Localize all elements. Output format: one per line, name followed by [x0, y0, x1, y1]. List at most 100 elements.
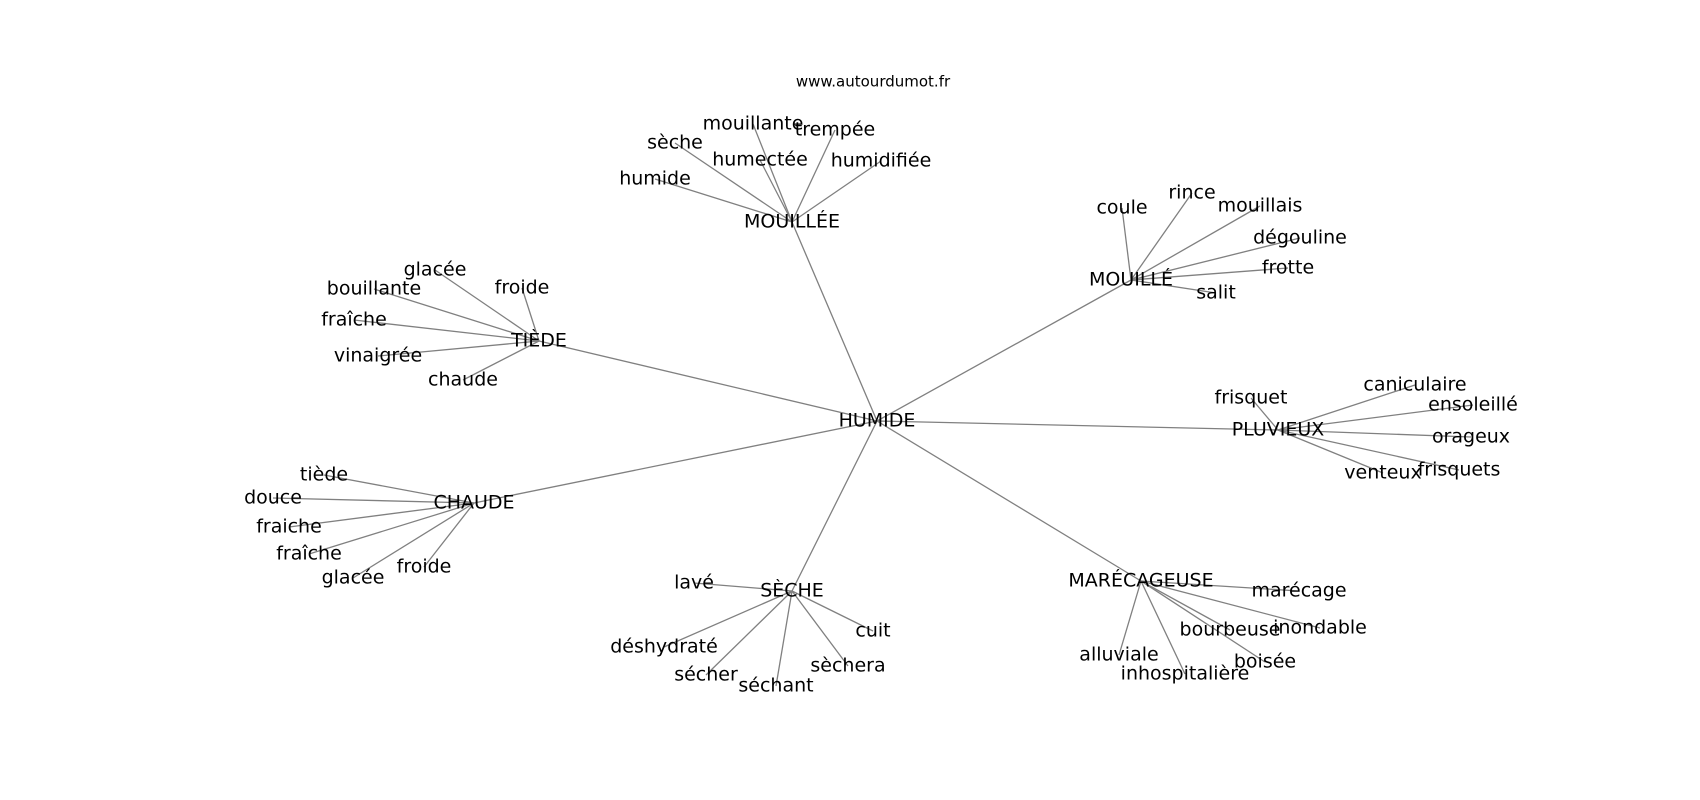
edge-mouille-coule: [1121, 207, 1132, 281]
group-node-mouille[interactable]: MOUILLÉ: [1089, 268, 1173, 291]
edge-chaude-fraiche: [288, 502, 475, 528]
edge-pluvieux-venteux: [1277, 429, 1384, 474]
word-node-seche-sechera[interactable]: sèchera: [810, 655, 885, 677]
group-node-mouillee[interactable]: MOUILLÉE: [744, 210, 840, 233]
word-node-pluvieux-caniculaire[interactable]: caniculaire: [1363, 374, 1466, 396]
edge-marecageuse-alluviale: [1118, 580, 1142, 656]
edge-tiede-chaude: [462, 340, 540, 381]
word-node-tiede-froide[interactable]: froide: [495, 277, 550, 299]
word-node-mouille-salit[interactable]: salit: [1196, 282, 1236, 304]
edge-tiede-fraiche: [353, 319, 540, 342]
word-node-marecageuse-marecage[interactable]: marécage: [1251, 580, 1346, 602]
edge-marecageuse-marecage: [1140, 580, 1300, 592]
group-node-tiede[interactable]: TIÈDE: [510, 329, 567, 352]
word-node-pluvieux-ensoleille[interactable]: ensoleillé: [1428, 394, 1518, 416]
word-node-tiede-fraiche[interactable]: fraîche: [321, 309, 387, 331]
edge-pluvieux-ensoleille: [1277, 404, 1474, 431]
word-node-marecageuse-inondable[interactable]: inondable: [1273, 617, 1367, 639]
edge-pluvieux-frisquet: [1250, 397, 1279, 431]
edge-center-tiede: [538, 340, 878, 422]
edge-seche-secher: [705, 590, 793, 676]
edge-seche-sechant: [775, 590, 793, 687]
edge-marecageuse-inondable: [1140, 580, 1321, 629]
edge-mouillee-humectee: [759, 159, 793, 223]
edge-mouille-frotte: [1130, 267, 1289, 281]
edge-chaude-froide: [423, 502, 475, 568]
edge-chaude-fraiche: [308, 502, 475, 555]
word-node-chaude-douce[interactable]: douce: [244, 487, 302, 509]
edge-tiede-bouillante: [373, 288, 540, 342]
word-node-chaude-fraiche[interactable]: fraiche: [256, 516, 322, 538]
edge-mouille-salit: [1130, 279, 1217, 294]
edge-marecageuse-boisee: [1140, 580, 1266, 663]
word-node-seche-sechant[interactable]: séchant: [738, 675, 813, 697]
word-node-tiede-vinaigree[interactable]: vinaigrée: [334, 345, 422, 367]
word-node-mouille-rince[interactable]: rince: [1168, 182, 1215, 204]
group-node-marecageuse[interactable]: MARÉCAGEUSE: [1068, 569, 1213, 592]
word-node-mouillee-seche[interactable]: sèche: [647, 132, 703, 154]
edge-seche-cuit: [791, 590, 874, 632]
word-node-pluvieux-frisquet[interactable]: frisquet: [1215, 387, 1288, 409]
word-node-tiede-chaude[interactable]: chaude: [428, 369, 498, 391]
edge-center-pluvieux: [876, 420, 1279, 431]
edge-pluvieux-orageux: [1277, 429, 1472, 438]
edge-center-chaude: [473, 420, 878, 504]
word-node-marecageuse-inhospitaliere[interactable]: inhospitalière: [1121, 663, 1250, 685]
word-node-seche-deshydrate[interactable]: déshydraté: [610, 636, 718, 658]
edge-mouillee-humide: [654, 178, 793, 223]
word-node-mouille-coule[interactable]: coule: [1096, 197, 1147, 219]
word-node-marecageuse-boisee[interactable]: boisée: [1234, 651, 1296, 673]
word-node-chaude-froide[interactable]: froide: [397, 556, 452, 578]
edge-center-mouille: [876, 279, 1132, 422]
word-node-mouillee-mouillante[interactable]: mouillante: [703, 113, 804, 135]
edge-tiede-glacee: [434, 269, 540, 342]
center-node[interactable]: HUMIDE: [839, 410, 916, 432]
edge-mouillee-seche: [674, 142, 793, 223]
word-node-marecageuse-alluviale[interactable]: alluviale: [1079, 644, 1158, 666]
word-node-mouillee-humide[interactable]: humide: [619, 168, 691, 190]
edge-marecageuse-inhospitaliere: [1140, 580, 1186, 675]
edge-tiede-froide: [521, 287, 540, 342]
edge-mouille-rince: [1130, 192, 1193, 281]
word-node-seche-lave[interactable]: lavé: [674, 572, 714, 594]
word-node-chaude-tiede[interactable]: tiède: [300, 464, 348, 486]
word-node-mouillee-trempee[interactable]: trempée: [795, 119, 875, 141]
edge-tiede-vinaigree: [377, 340, 540, 357]
word-node-tiede-glacee[interactable]: glacée: [404, 259, 467, 281]
group-node-chaude[interactable]: CHAUDE: [433, 492, 514, 514]
edge-mouillee-humidifiee: [791, 160, 882, 223]
word-node-chaude-glacee[interactable]: glacée: [322, 567, 385, 589]
word-node-pluvieux-venteux[interactable]: venteux: [1344, 462, 1421, 484]
word-node-marecageuse-bourbeuse[interactable]: bourbeuse: [1180, 619, 1281, 641]
word-node-seche-secher[interactable]: sécher: [674, 664, 738, 686]
edge-pluvieux-frisquets: [1277, 429, 1460, 471]
edge-seche-lave: [693, 582, 793, 592]
edge-chaude-tiede: [323, 474, 475, 504]
word-node-chaude-fraiche[interactable]: fraîche: [276, 543, 342, 565]
edge-mouille-degouline: [1130, 237, 1301, 281]
edge-center-seche: [791, 420, 878, 592]
edge-marecageuse-bourbeuse: [1140, 580, 1231, 631]
edge-pluvieux-caniculaire: [1277, 384, 1416, 431]
word-node-mouillee-humectee[interactable]: humectée: [712, 149, 808, 171]
edge-mouille-mouillais: [1130, 205, 1261, 281]
word-node-mouille-frotte[interactable]: frotte: [1262, 257, 1314, 279]
word-node-mouillee-humidifiee[interactable]: humidifiée: [831, 150, 932, 172]
word-node-pluvieux-orageux[interactable]: orageux: [1432, 426, 1510, 448]
graph-edges: [272, 123, 1474, 687]
edge-seche-sechera: [791, 590, 849, 667]
edge-mouillee-trempee: [791, 129, 836, 223]
group-node-pluvieux[interactable]: PLUVIEUX: [1232, 419, 1325, 441]
group-node-seche[interactable]: SÈCHE: [760, 579, 824, 602]
edge-mouillee-mouillante: [752, 123, 793, 223]
word-node-pluvieux-frisquets[interactable]: frisquets: [1418, 459, 1501, 481]
word-node-tiede-bouillante[interactable]: bouillante: [327, 278, 421, 300]
word-node-mouille-degouline[interactable]: dégouline: [1253, 227, 1347, 249]
edge-center-mouillee: [791, 221, 878, 422]
edge-chaude-douce: [272, 497, 475, 504]
word-node-seche-cuit[interactable]: cuit: [855, 620, 890, 642]
site-watermark: www.autourdumot.fr: [796, 73, 951, 91]
word-node-mouille-mouillais[interactable]: mouillais: [1218, 195, 1303, 217]
